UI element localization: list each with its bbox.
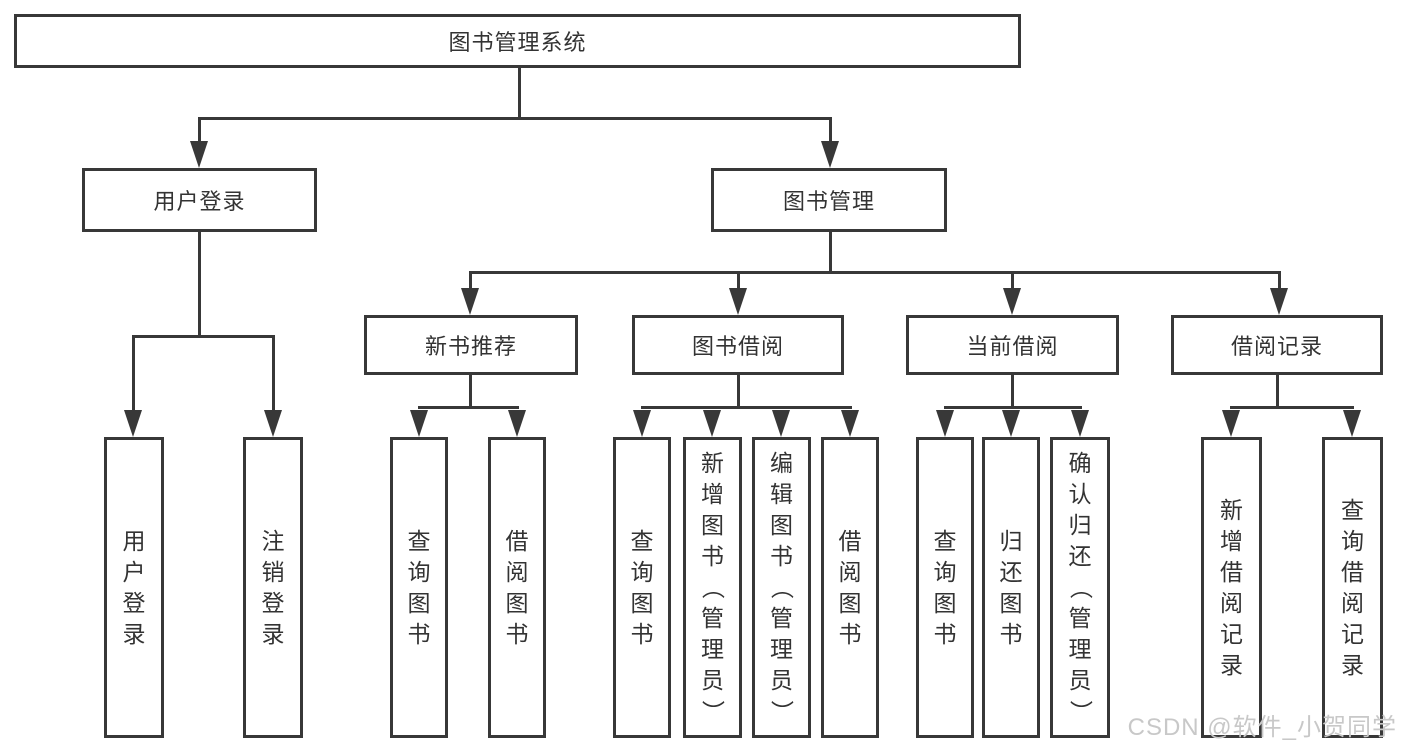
arrowhead-down <box>1343 410 1361 437</box>
node-label: 图书借阅 <box>691 334 784 359</box>
watermark: CSDN @软件_小贺同学 <box>1127 714 1397 741</box>
node-leaf-logout: 注销登录 <box>243 437 303 738</box>
arrowhead-down <box>821 141 839 168</box>
node-label: 借阅记录 <box>1230 334 1323 359</box>
connector-line <box>198 117 201 145</box>
connector-line <box>641 406 852 409</box>
node-leaf-user-login: 用户登录 <box>104 437 164 738</box>
connector-line <box>737 271 740 291</box>
node-borrowing-records: 借阅记录 <box>1171 315 1383 375</box>
connector-line <box>737 375 740 408</box>
connector-line <box>829 232 832 274</box>
connector-line <box>272 335 275 413</box>
node-leaf-query-books-3: 查询图书 <box>916 437 974 738</box>
node-user-login-branch: 用户登录 <box>82 168 317 232</box>
connector-line <box>469 375 472 408</box>
connector-line <box>132 335 135 413</box>
node-leaf-query-borrow-record: 查询借阅记录 <box>1322 437 1383 738</box>
connector-line <box>1011 375 1014 408</box>
connector-line <box>198 232 201 338</box>
connector-line <box>469 271 1281 274</box>
connector-line <box>132 335 275 338</box>
connector-line <box>1011 271 1014 291</box>
node-label: 用户登录 <box>153 189 246 214</box>
node-leaf-return-books: 归还图书 <box>982 437 1040 738</box>
node-leaf-confirm-return-admin: 确认归还（管理员） <box>1050 437 1110 738</box>
node-book-management-branch: 图书管理 <box>711 168 947 232</box>
connector-line <box>829 117 832 145</box>
node-leaf-borrow-books-1: 借阅图书 <box>488 437 546 738</box>
arrowhead-down <box>1071 410 1089 437</box>
node-leaf-borrow-books-2: 借阅图书 <box>821 437 879 738</box>
arrowhead-down <box>1222 410 1240 437</box>
node-leaf-query-books-2: 查询图书 <box>613 437 671 738</box>
connector-line <box>1278 271 1281 291</box>
connector-line <box>418 406 519 409</box>
arrowhead-down <box>772 410 790 437</box>
connector-line <box>469 271 472 291</box>
node-leaf-edit-books-admin: 编辑图书（管理员） <box>752 437 811 738</box>
arrowhead-down <box>1003 288 1021 315</box>
arrowhead-down <box>633 410 651 437</box>
connector-line <box>944 406 1082 409</box>
node-leaf-query-books-1: 查询图书 <box>390 437 448 738</box>
arrowhead-down <box>729 288 747 315</box>
node-label: 图书管理系统 <box>448 30 587 55</box>
arrowhead-down <box>1002 410 1020 437</box>
arrowhead-down <box>461 288 479 315</box>
node-label: 当前借阅 <box>966 334 1059 359</box>
node-new-book-recommendation: 新书推荐 <box>364 315 578 375</box>
connector-line <box>1276 375 1279 408</box>
arrowhead-down <box>703 410 721 437</box>
node-leaf-add-borrow-record: 新增借阅记录 <box>1201 437 1262 738</box>
node-book-borrowing: 图书借阅 <box>632 315 844 375</box>
arrowhead-down <box>936 410 954 437</box>
node-current-borrowing: 当前借阅 <box>906 315 1119 375</box>
node-label: 图书管理 <box>782 189 875 214</box>
arrowhead-down <box>841 410 859 437</box>
arrowhead-down <box>508 410 526 437</box>
node-leaf-add-books-admin: 新增图书（管理员） <box>683 437 742 738</box>
connector-line <box>518 68 521 120</box>
connector-line <box>198 117 832 120</box>
arrowhead-down <box>264 410 282 437</box>
node-book-management-system: 图书管理系统 <box>14 14 1021 68</box>
arrowhead-down <box>1270 288 1288 315</box>
arrowhead-down <box>190 141 208 168</box>
connector-line <box>1230 406 1354 409</box>
arrowhead-down <box>410 410 428 437</box>
node-label: 新书推荐 <box>424 334 517 359</box>
arrowhead-down <box>124 410 142 437</box>
